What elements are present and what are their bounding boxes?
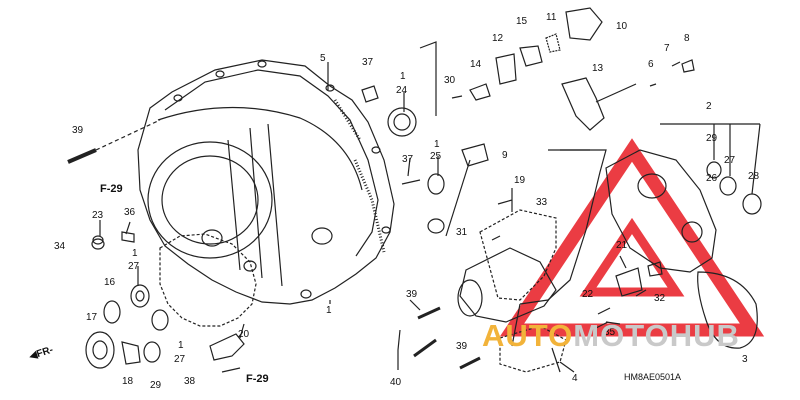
callout-1: 1 [326,305,332,316]
callout-11: 11 [546,12,557,23]
callout-6: 6 [648,59,654,70]
callout-25: 25 [430,151,442,162]
pump-housing [605,149,717,273]
callout-27: 27 [128,261,140,272]
watermark-part3: HUB [669,318,740,353]
callout-35: 35 [604,327,616,338]
callout-30: 30 [444,75,456,86]
watermark-triangle-logo [499,138,765,337]
reference-f29-lower: F-29 [246,373,269,385]
bearing-27-lower [151,309,169,331]
callout-31: 31 [456,227,468,238]
callout-39: 39 [406,289,418,300]
callout-37: 37 [362,57,374,68]
callout-1: 1 [132,248,138,259]
bearing-28 [742,193,762,215]
callout-37: 37 [402,154,414,165]
callout-33: 33 [536,197,548,208]
watermark-text: AUTOMOTOHUB [482,318,740,354]
callout-39: 39 [72,125,84,136]
callout-4: 4 [572,373,578,384]
callout-1: 1 [178,340,184,351]
callout-26: 26 [706,173,718,184]
callout-28: 28 [748,171,760,182]
starter-motor [459,247,557,323]
callout-32: 32 [654,293,666,304]
seal-3 [697,271,758,349]
callout-9: 9 [502,150,508,161]
bearing-27-right [719,176,737,196]
gear-17 [85,331,115,369]
callout-23: 23 [92,210,104,221]
callout-27: 27 [724,155,736,166]
callout-1: 1 [400,71,406,82]
bearing-27-left [130,284,150,308]
watermark-part1: AUTO [482,318,574,353]
reference-f29-upper: F-29 [100,183,123,195]
callout-8: 8 [684,33,690,44]
bearing-29-right [706,161,722,179]
watermark-part2: MOTO [573,318,670,353]
callout-12: 12 [492,33,504,44]
callout-14: 14 [470,59,482,70]
callout-1: 1 [434,139,440,150]
callout-22: 22 [582,289,594,300]
callout-16: 16 [104,277,116,288]
crankcase-cover [137,59,395,305]
diagram-code: HM8AE0501A [624,372,682,382]
callout-7: 7 [664,43,670,54]
callout-29: 29 [150,380,162,391]
callout-3: 3 [742,354,748,365]
callout-19: 19 [514,175,526,186]
gasket [159,233,257,327]
callout-20: 20 [238,329,250,340]
callout-21: 21 [616,240,628,251]
callout-39: 39 [456,341,468,352]
callout-13: 13 [592,63,604,74]
bearing-29 [143,341,161,363]
gear-16 [103,300,121,324]
callout-29: 29 [706,133,718,144]
callout-36: 36 [124,207,136,218]
callout-15: 15 [516,16,528,27]
callout-40: 40 [390,377,402,388]
callout-5: 5 [320,53,326,64]
callout-18: 18 [122,376,134,387]
callout-17: 17 [86,312,98,323]
callout-2: 2 [706,101,712,112]
callout-38: 38 [184,376,196,387]
callout-34: 34 [54,241,66,252]
callout-24: 24 [396,85,408,96]
line-art [67,7,762,373]
callout-10: 10 [616,21,628,32]
callout-27: 27 [174,354,186,365]
